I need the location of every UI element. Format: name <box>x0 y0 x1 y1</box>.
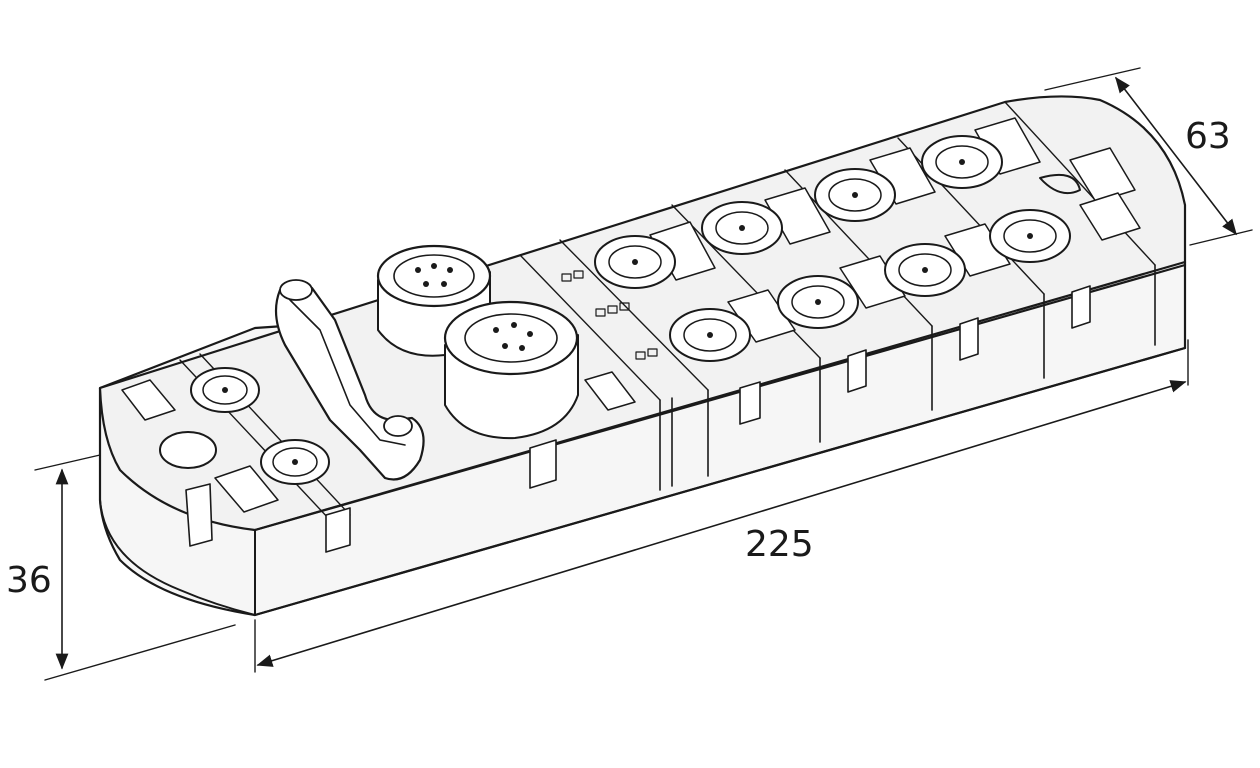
port-4 <box>777 275 859 329</box>
module-housing <box>98 95 1187 617</box>
dimension-length: 225 <box>254 339 1189 673</box>
length-label: 225 <box>745 524 814 565</box>
port-left-1 <box>190 367 260 413</box>
port-5 <box>814 168 896 222</box>
dimension-width: 63 <box>1044 67 1253 246</box>
port-left-2 <box>260 439 330 485</box>
dimension-height: 36 <box>6 454 236 681</box>
power-connector-front <box>443 300 579 440</box>
led-indicators <box>561 270 658 360</box>
port-8 <box>989 209 1071 263</box>
width-label: 63 <box>1185 116 1231 157</box>
height-label: 36 <box>6 560 52 601</box>
port-7 <box>921 135 1003 189</box>
port-1 <box>594 235 676 289</box>
mounting-holes <box>159 174 1081 469</box>
port-2 <box>669 308 751 362</box>
port-6 <box>884 243 966 297</box>
port-3 <box>701 201 783 255</box>
